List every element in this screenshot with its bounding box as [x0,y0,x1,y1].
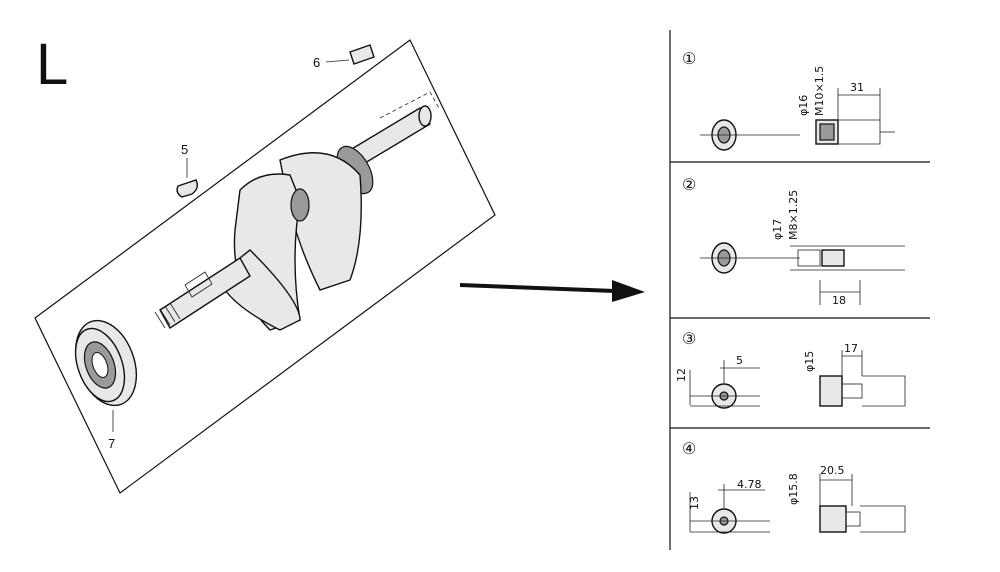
dim-thread: M8×1.25 [787,190,800,240]
dim-length: 31 [850,81,864,94]
callout-part-6: 6 [313,55,320,70]
crankshaft [154,91,441,331]
dim-diameter: φ16 [797,95,810,116]
section-letter: L [36,32,68,97]
detail-panel-3: ③ 12 5 φ15 17 [675,331,906,409]
key-part-6: 6 [313,44,375,70]
detail-panel-1: ① φ16 M10×1.5 31 [682,51,895,151]
panel-number: ① [682,51,696,68]
dim-height: 13 [688,496,701,510]
dim-length: 18 [832,294,846,307]
callout-part-5: 5 [181,142,188,157]
panel-number: ② [682,177,696,194]
dim-length: 20.5 [820,464,845,477]
exploded-view-frame [34,39,496,494]
callout-part-7: 7 [108,436,115,451]
dim-length: 17 [844,342,858,355]
woodruff-key-part-5: 5 [176,142,199,198]
dim-thread: M10×1.5 [813,66,826,116]
dim-height: 12 [675,368,688,382]
arrow-icon [459,280,645,302]
bearing-part-7: 7 [74,319,138,451]
dim-width: 4.78 [737,478,762,491]
panel-number: ③ [682,331,696,348]
dim-diameter: φ15 [803,351,816,372]
dim-width: 5 [736,354,743,367]
detail-panel-2: ② φ17 M8×1.25 18 [682,177,905,307]
dim-diameter: φ17 [771,219,784,240]
detail-panel-4: ④ 13 4.78 φ15.8 20.5 [682,441,906,534]
dim-diameter: φ15.8 [787,473,800,505]
panel-number: ④ [682,441,696,458]
